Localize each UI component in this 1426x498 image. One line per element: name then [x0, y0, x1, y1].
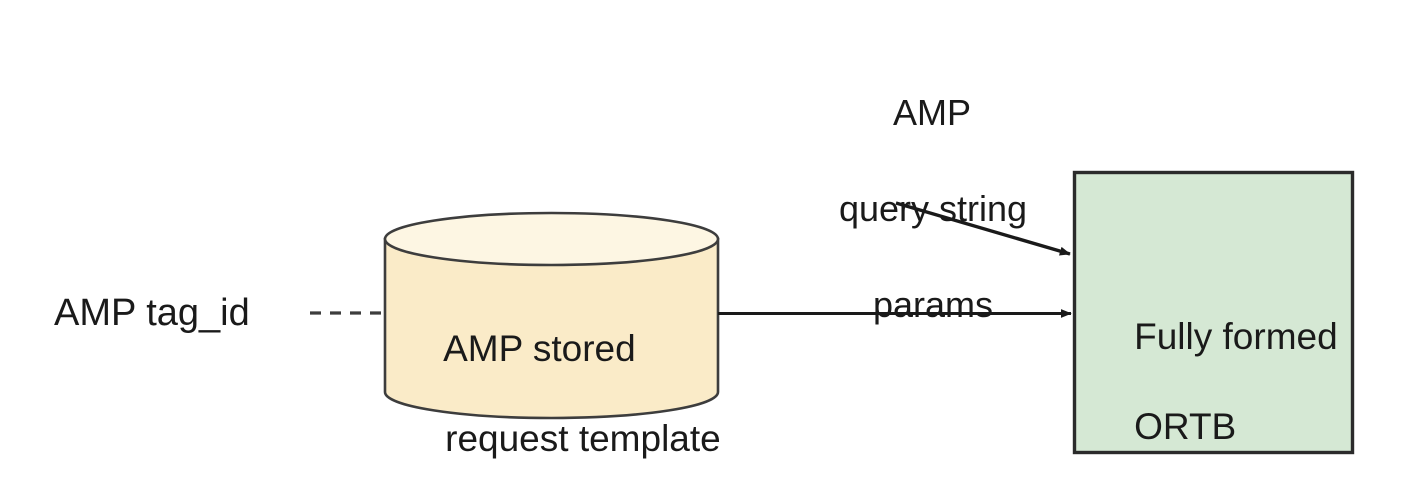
cylinder-body: [383, 237, 720, 420]
output-box-shape: [1072, 170, 1355, 455]
edge-params-to-output: [895, 201, 1071, 256]
cylinder-top-ellipse: [383, 211, 720, 267]
